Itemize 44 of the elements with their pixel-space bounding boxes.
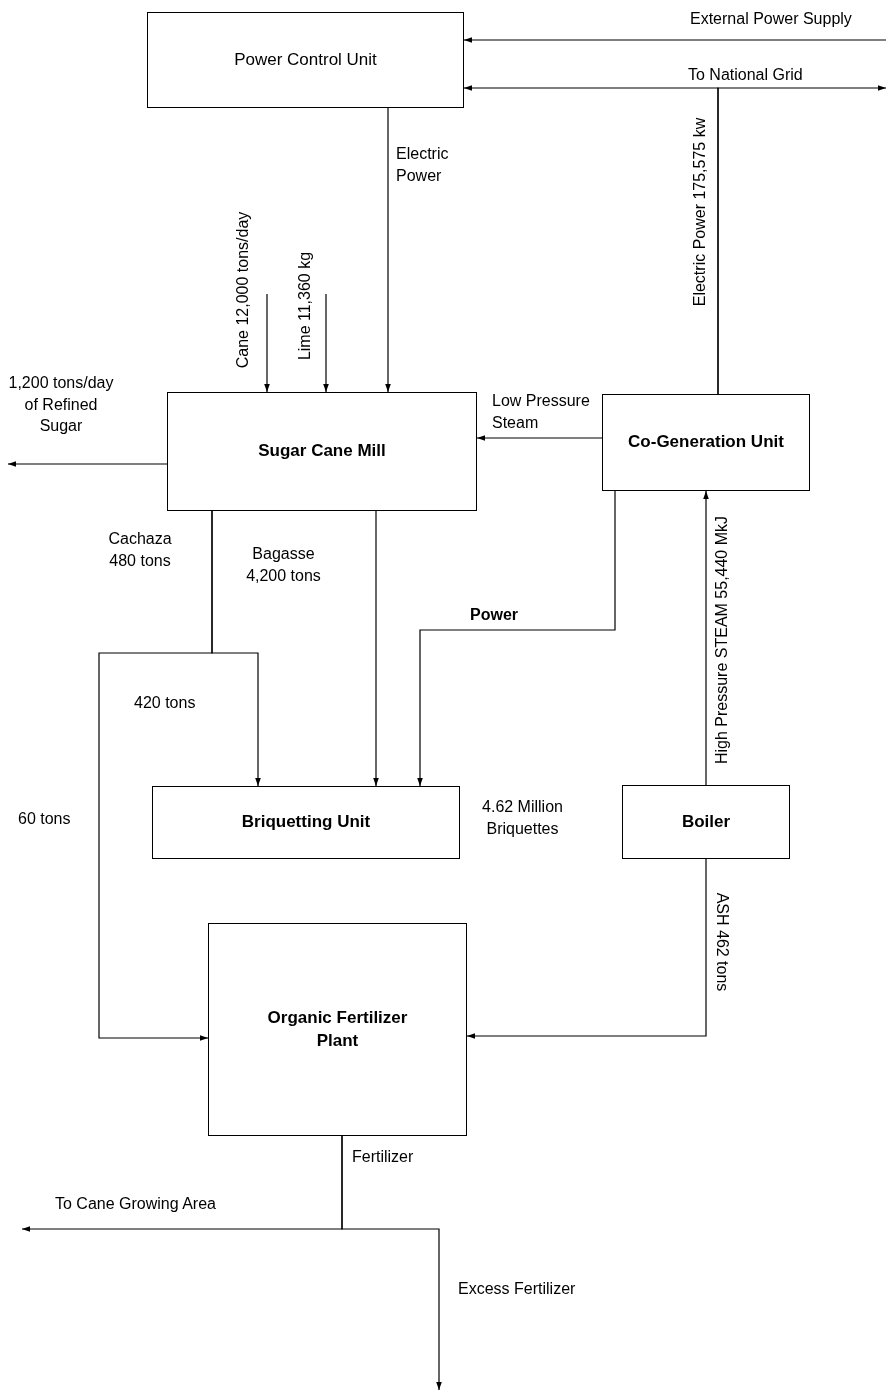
edge-label: Lime 11,360 kg <box>295 251 315 361</box>
box-label: Organic Fertilizer Plant <box>266 1007 409 1052</box>
arrow <box>466 858 707 1039</box>
edge-label: Electric Power 175,575 kw <box>690 117 710 307</box>
edge-label: 420 tons <box>134 693 196 713</box>
arrow <box>7 461 168 467</box>
edge-label: Bagasse 4,200 tons <box>245 544 322 586</box>
output-note: 4.62 Million Briquettes <box>481 797 564 839</box>
process-box <box>622 785 790 859</box>
arrow <box>264 293 270 393</box>
arrow <box>463 37 886 43</box>
box-label: Power Control Unit <box>234 48 377 71</box>
arrow <box>373 510 379 787</box>
box-label: Sugar Cane Mill <box>258 440 386 463</box>
process-box <box>152 786 460 859</box>
flow-label: Fertilizer <box>352 1147 414 1167</box>
edge-label: 1,200 tons/day of Refined Sugar <box>7 373 115 437</box>
edge-label: 60 tons <box>18 809 71 829</box>
arrow <box>323 293 329 393</box>
edge-label: To National Grid <box>688 65 803 85</box>
edge-label: Power <box>470 605 518 625</box>
arrow <box>385 107 391 393</box>
process-box <box>147 12 464 108</box>
box-label: Boiler <box>681 810 731 833</box>
arrow <box>417 490 616 787</box>
edge-label: Electric Power <box>396 144 450 186</box>
box-label: Briquetting Unit <box>241 811 371 834</box>
flow-label: Cachaza 480 tons <box>107 529 173 571</box>
edge-label: Cane 12,000 tons/day <box>233 211 253 369</box>
edge-label: ASH 462 tons <box>712 892 732 992</box>
process-box <box>167 392 477 511</box>
arrow <box>703 490 709 786</box>
process-box <box>208 923 467 1136</box>
box-label: Co-Generation Unit <box>628 431 784 454</box>
edge-label: Low Pressure Steam <box>492 391 591 433</box>
process-box <box>602 394 810 491</box>
arrow <box>476 435 603 441</box>
edge-label: Excess Fertilizer <box>458 1279 576 1299</box>
arrow <box>98 510 213 1041</box>
edge-label: High Pressure STEAM 55,440 MkJ <box>712 515 732 765</box>
arrow <box>717 85 886 395</box>
edge-label: External Power Supply <box>690 9 852 29</box>
edge-label: To Cane Growing Area <box>55 1194 216 1214</box>
arrow <box>341 1135 442 1391</box>
